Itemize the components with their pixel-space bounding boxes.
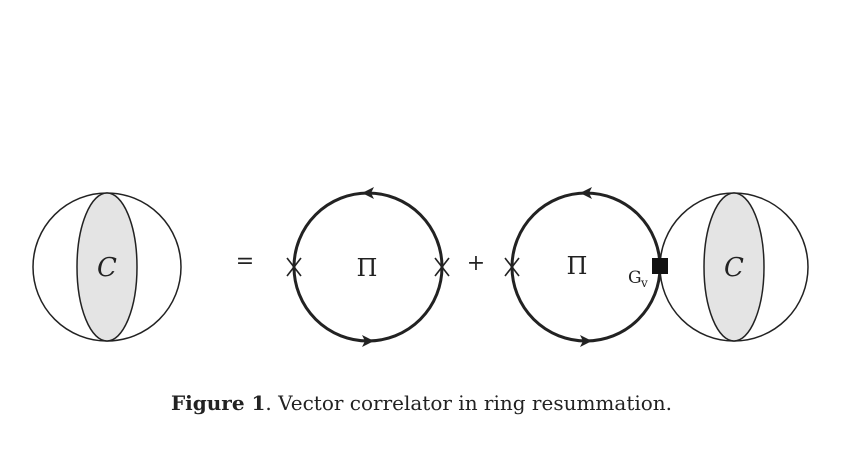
caption-text: Vector correlator in ring resummation. xyxy=(271,391,673,415)
left-correlator-blob: C xyxy=(32,192,182,342)
figure-caption: Figure 1. Vector correlator in ring resu… xyxy=(0,391,843,415)
loop2-left-cross-icon xyxy=(504,257,520,277)
loop1-bottom-arrow-icon xyxy=(362,335,374,347)
loop1-label: Π xyxy=(357,254,378,282)
coupling-vertex-square-icon xyxy=(652,258,668,274)
figure-label: Figure 1 xyxy=(170,391,266,415)
loop1-left-cross-icon xyxy=(286,257,302,277)
plus-sign: + xyxy=(467,251,485,276)
right-blob-label: C xyxy=(724,253,744,283)
polarization-loop-1: Π xyxy=(286,187,450,347)
vertex-label-subscript: v xyxy=(640,276,648,290)
loop2-bottom-arrow-icon xyxy=(580,335,592,347)
left-blob-shaded-ellipse xyxy=(76,192,138,342)
loop2-label: Π xyxy=(567,252,588,280)
loop2-top-arrow-icon xyxy=(580,187,592,199)
right-correlator-blob: C xyxy=(659,192,809,342)
caption-separator: . xyxy=(265,391,272,415)
right-blob-shaded-ellipse xyxy=(703,192,765,342)
polarization-loop-2: Π xyxy=(504,187,662,347)
loop1-top-arrow-icon xyxy=(362,187,374,199)
loop1-right-cross-icon xyxy=(434,257,450,277)
vertex-label-main: G xyxy=(628,268,642,288)
left-blob-label: C xyxy=(97,253,117,283)
equals-sign: = xyxy=(236,249,254,274)
coupling-vertex-label: G v xyxy=(628,268,648,290)
